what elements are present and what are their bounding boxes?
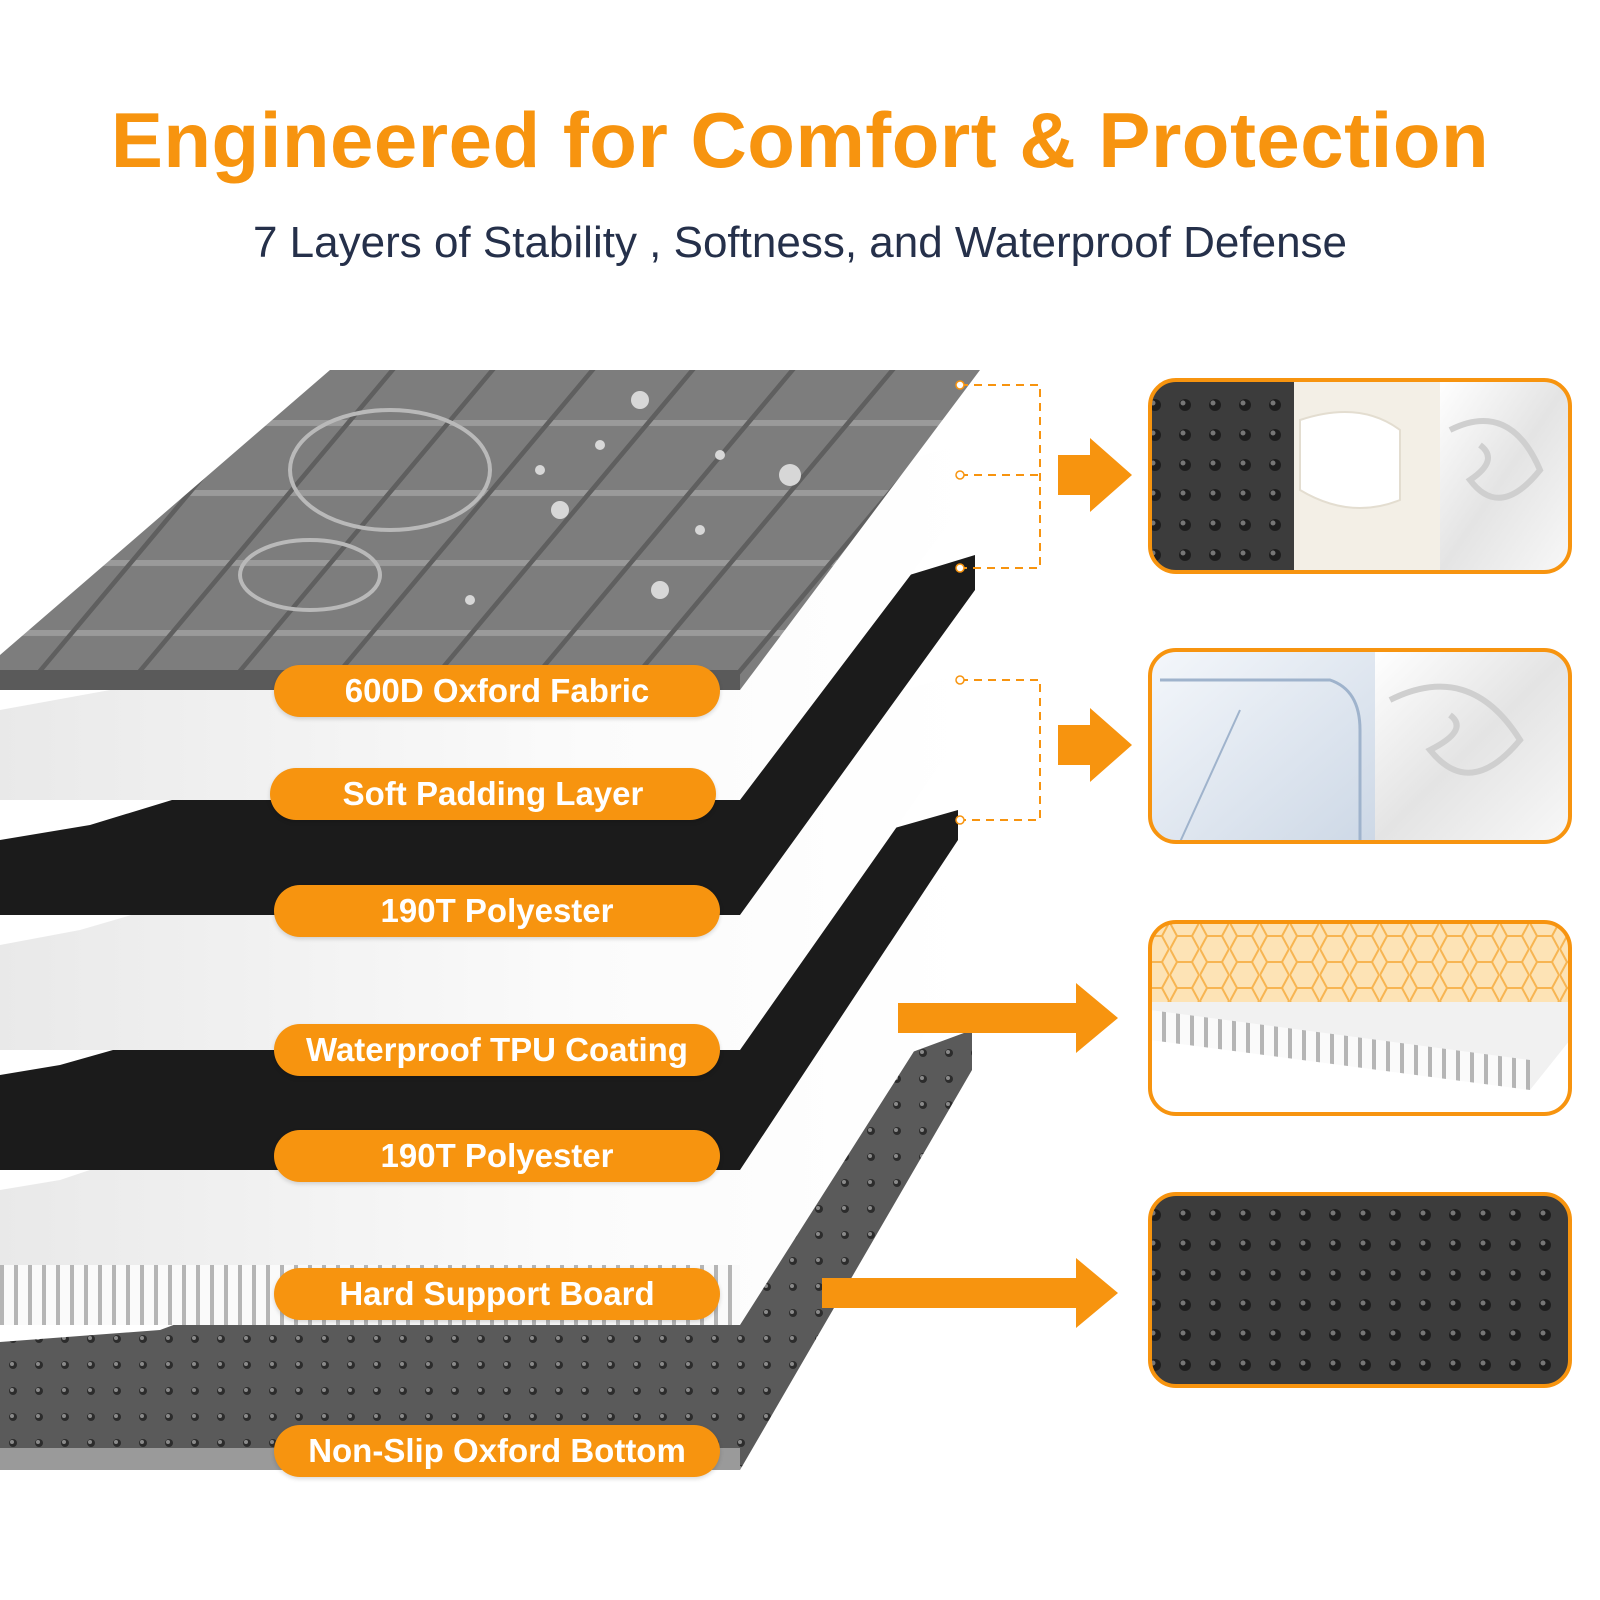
- layer-label-hard-support-board: Hard Support Board: [274, 1268, 720, 1320]
- layer-label-polyester-1: 190T Polyester: [274, 885, 720, 937]
- layer-label-polyester-2: 190T Polyester: [274, 1130, 720, 1182]
- detail-non-slip-bottom: [1148, 1192, 1572, 1388]
- layer-label-tpu-coating: Waterproof TPU Coating: [274, 1024, 720, 1076]
- page-title: Engineered for Comfort & Protection: [110, 96, 1490, 184]
- arrow-icon: [898, 983, 1118, 1053]
- detail-tpu-fabric: [1148, 648, 1572, 844]
- arrow-icon: [822, 1258, 1118, 1328]
- page-subtitle: 7 Layers of Stability , Softness, and Wa…: [252, 218, 1348, 267]
- detail-oxford-padding-fabric: [1148, 378, 1572, 574]
- arrow-icon: [1058, 438, 1132, 512]
- bracket-dots: [955, 380, 965, 825]
- layer-label-oxford-fabric: 600D Oxford Fabric: [274, 665, 720, 717]
- arrow-icon: [1058, 708, 1132, 782]
- detail-honeycomb-board: [1148, 920, 1572, 1116]
- bracket-top: [960, 384, 1041, 569]
- layer-label-soft-padding: Soft Padding Layer: [270, 768, 716, 820]
- layer-label-non-slip-bottom: Non-Slip Oxford Bottom: [274, 1425, 720, 1477]
- bracket-middle: [960, 679, 1041, 821]
